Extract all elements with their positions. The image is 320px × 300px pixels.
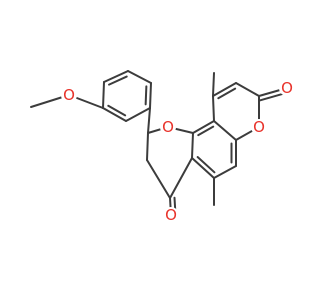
bond-cket-c10 [169, 157, 193, 199]
bond-c5-c7 [147, 107, 151, 134]
atom-lactone-carbonyl-oxygen: O [279, 79, 295, 97]
double-bond-c13-c14 [217, 87, 237, 100]
lactone-ring-oxygen-label: O [253, 118, 265, 136]
bond-c3-c4 [127, 70, 152, 84]
bond-c16-c12 [213, 120, 237, 141]
methoxy-oxygen-label: O [63, 86, 75, 104]
bond-c6-c1 [102, 107, 127, 122]
lactone-carbonyl-oxygen-label: O [281, 79, 293, 97]
bond-c7-c8 [146, 132, 149, 161]
double-bond-c11-c12 [197, 125, 215, 137]
bond-c14-c15 [235, 82, 260, 97]
bond-c2-c3 [103, 70, 129, 83]
bond-c5-c6 [125, 107, 151, 122]
ketone-oxygen-label: O [165, 206, 177, 224]
atom-methoxy-oxygen: O [61, 86, 77, 104]
bond-c13-ch3b [212, 72, 215, 97]
bond-c17-c18 [213, 165, 237, 179]
chemical-structure-diagram: O O O O O [30, 70, 295, 224]
atom-lactone-ring-oxygen: O [251, 118, 267, 136]
double-bond-c6-c1 [107, 104, 127, 117]
double-bond-c2-c3 [108, 75, 128, 86]
bond-c18-c10 [191, 157, 215, 179]
bond-c13-c14 [212, 82, 237, 97]
bond-c4-c5 [149, 82, 152, 109]
double-bond-c4-c5 [144, 85, 148, 106]
atom-ketone-oxygen: O [163, 206, 179, 224]
double-bond-c18-c10 [196, 156, 216, 174]
bond-c11-c12 [192, 120, 215, 134]
ring-ether-oxygen-label: O [162, 118, 174, 136]
atom-ring-ether-oxygen: O [160, 118, 176, 136]
bond-c10-c11 [191, 132, 194, 159]
atom-label-layer: O O O O O [61, 79, 295, 224]
bond-c1-c2 [102, 81, 105, 109]
bond-c12-c13 [212, 95, 215, 122]
bond-c8-cket [146, 159, 171, 199]
